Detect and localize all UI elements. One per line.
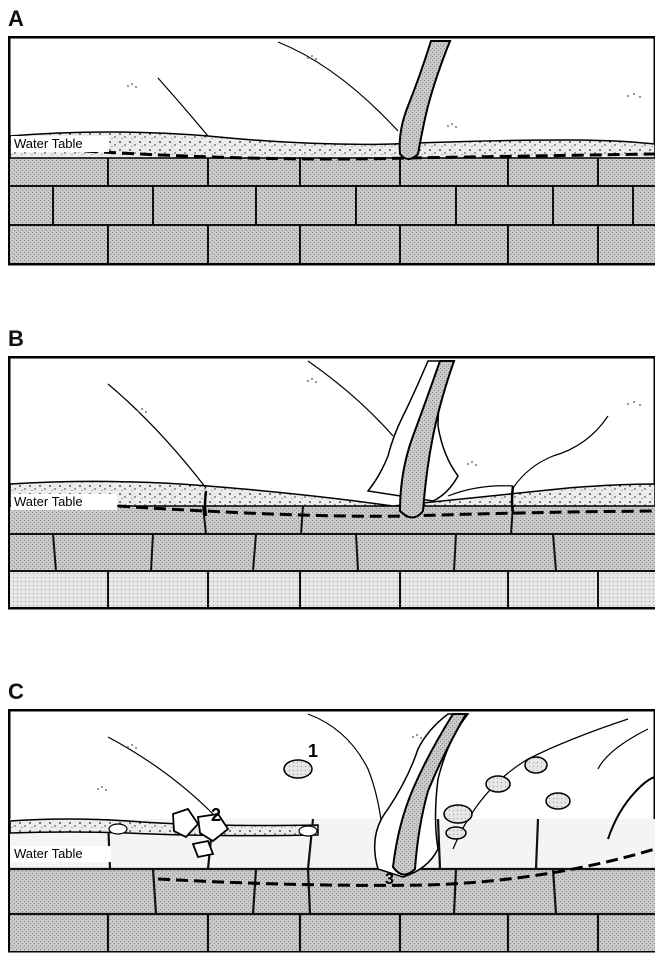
marker-2: 2 bbox=[211, 805, 221, 825]
panel-b-letter: B bbox=[8, 326, 24, 352]
panel-c-letter: C bbox=[8, 679, 24, 705]
panel-a-diagram: Water Table bbox=[8, 36, 655, 266]
water-table-label-b: Water Table bbox=[14, 494, 83, 509]
marker-3: 3 bbox=[385, 871, 394, 888]
water-table-label-a: Water Table bbox=[14, 136, 83, 151]
bedrock-a bbox=[10, 156, 655, 263]
panel-a-letter: A bbox=[8, 6, 24, 32]
marker-1: 1 bbox=[308, 741, 318, 761]
panel-c-diagram: Water Table 1 2 3 bbox=[8, 709, 655, 953]
water-table-label-c: Water Table bbox=[14, 846, 83, 861]
panel-b-diagram: Water Table bbox=[8, 356, 655, 610]
